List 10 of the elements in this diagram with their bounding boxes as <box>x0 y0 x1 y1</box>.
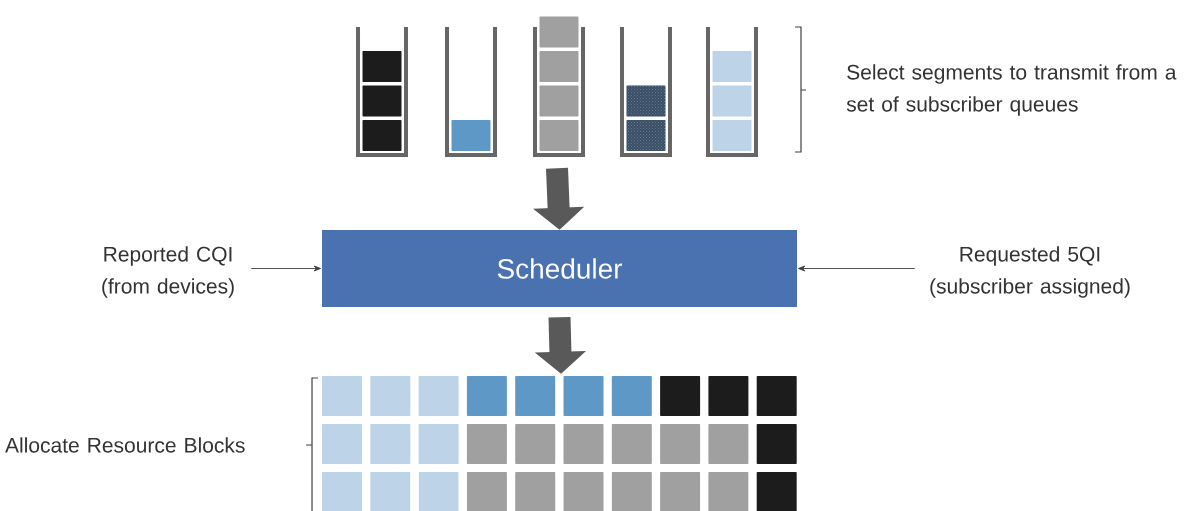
resource-block-grid <box>322 376 797 511</box>
subscriber-queues-drawing <box>706 27 758 157</box>
input-label: Requested 5QI (subscriber assigned) <box>930 246 1130 298</box>
scheduler-box: Scheduler <box>322 230 797 307</box>
description-label: Select segments to transmit from a set of subscriber queues <box>846 64 1177 116</box>
arrow <box>250 265 321 272</box>
input-label: Reported CQI (from devices) <box>102 246 234 298</box>
description-label: Allocate Resource Blocks <box>5 437 245 453</box>
subscriber-queues-drawing <box>356 16 672 157</box>
arrow <box>798 265 916 272</box>
